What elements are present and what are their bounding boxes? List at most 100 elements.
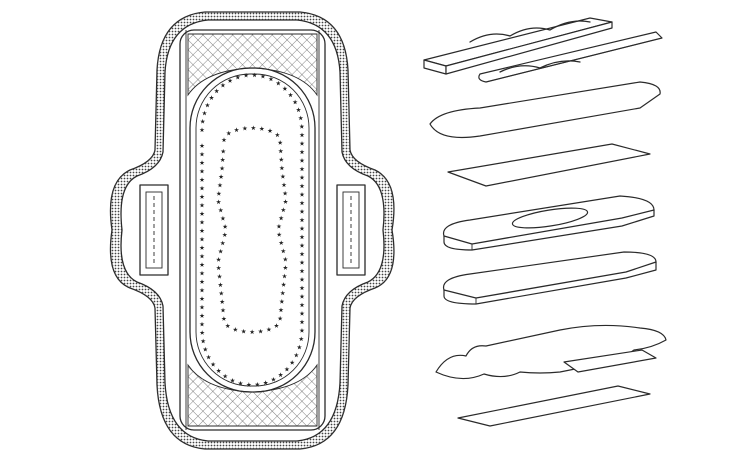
- emboss-star: [278, 148, 284, 154]
- emboss-star: [280, 248, 286, 254]
- layer-absorbent-pad: [442, 251, 657, 305]
- emboss-star: [199, 236, 205, 242]
- emboss-star: [199, 313, 205, 318]
- emboss-star: [292, 99, 298, 105]
- emboss-star: [204, 102, 210, 108]
- emboss-star: [220, 82, 226, 88]
- emboss-star: [214, 88, 220, 94]
- emboss-star: [199, 262, 205, 267]
- pad-border-band: [110, 12, 394, 449]
- emboss-star: [199, 253, 205, 259]
- emboss-star: [222, 373, 228, 379]
- emboss-star: [293, 352, 299, 358]
- layer-core-with-opening: [442, 195, 655, 251]
- emboss-star: [241, 328, 247, 334]
- emboss-star: [276, 232, 282, 237]
- emboss-star: [218, 290, 224, 296]
- emboss-star: [254, 382, 260, 387]
- emboss-star: [199, 296, 205, 301]
- emboss-star: [299, 217, 305, 223]
- emboss-star: [299, 234, 305, 240]
- emboss-star: [296, 344, 302, 350]
- emboss-star: [299, 208, 305, 214]
- emboss-star: [278, 372, 284, 378]
- emboss-star: [202, 110, 207, 116]
- emboss-star: [243, 72, 249, 78]
- emboss-star: [296, 107, 301, 113]
- emboss-star: [230, 378, 235, 383]
- emboss-star: [299, 327, 305, 333]
- emboss-star: [199, 245, 205, 250]
- emboss-star: [199, 279, 205, 284]
- emboss-star: [206, 354, 212, 360]
- emboss-star: [199, 228, 205, 233]
- emboss-star: [278, 215, 284, 221]
- absorbent-core: [189, 67, 316, 393]
- emboss-star: [218, 174, 224, 179]
- layer-release-strip: [423, 17, 613, 75]
- emboss-inner: [216, 125, 288, 335]
- layer-backsheet: [435, 324, 667, 380]
- emboss-star: [278, 240, 284, 246]
- emboss-star: [281, 182, 287, 188]
- emboss-star: [199, 211, 205, 216]
- emboss-star: [234, 127, 239, 133]
- emboss-star: [275, 80, 281, 86]
- exploded-layers: [423, 17, 667, 427]
- emboss-outer: [199, 72, 305, 387]
- emboss-star: [221, 316, 227, 321]
- emboss-star: [298, 336, 304, 342]
- emboss-star: [222, 232, 228, 238]
- emboss-star: [283, 199, 288, 204]
- emboss-star: [281, 282, 287, 287]
- emboss-star: [220, 215, 226, 221]
- emboss-star: [299, 149, 305, 155]
- emboss-star: [299, 242, 305, 248]
- emboss-star: [299, 285, 305, 291]
- emboss-star: [218, 248, 224, 254]
- emboss-star: [278, 157, 284, 162]
- emboss-star: [282, 86, 288, 91]
- emboss-star: [216, 265, 222, 271]
- emboss-star: [299, 174, 305, 180]
- emboss-star: [299, 302, 305, 308]
- emboss-star: [199, 304, 205, 310]
- emboss-star: [299, 191, 305, 197]
- emboss-star: [199, 168, 205, 174]
- emboss-star: [280, 173, 286, 179]
- emboss-star: [299, 157, 305, 163]
- emboss-star: [282, 256, 288, 262]
- emboss-star: [260, 73, 266, 79]
- emboss-star: [298, 115, 304, 121]
- emboss-star: [220, 307, 226, 313]
- emboss-star: [238, 380, 243, 386]
- emboss-star: [252, 72, 258, 78]
- emboss-star: [263, 380, 269, 385]
- emboss-star: [250, 125, 256, 131]
- emboss-star: [216, 368, 222, 373]
- emboss-star: [199, 219, 205, 225]
- emboss-star: [226, 130, 232, 136]
- pad-inner-edge: [120, 19, 385, 442]
- emboss-star: [199, 143, 205, 148]
- layer-flat-sheet: [447, 143, 651, 187]
- pad-outer-edge: [109, 11, 395, 450]
- emboss-star: [227, 78, 233, 83]
- emboss-star: [279, 299, 285, 304]
- emboss-star: [282, 190, 288, 196]
- emboss-star: [299, 319, 305, 325]
- emboss-star: [274, 132, 280, 138]
- emboss-star: [217, 273, 222, 279]
- emboss-star: [299, 200, 305, 206]
- emboss-star: [278, 307, 284, 313]
- emboss-star: [276, 223, 282, 229]
- layer-bottom-release: [457, 385, 651, 427]
- emboss-star: [210, 361, 216, 367]
- emboss-star: [222, 224, 228, 229]
- emboss-star: [216, 191, 222, 196]
- emboss-star: [299, 310, 305, 316]
- emboss-star: [220, 148, 226, 154]
- emboss-star: [299, 124, 305, 129]
- emboss-star: [202, 346, 208, 352]
